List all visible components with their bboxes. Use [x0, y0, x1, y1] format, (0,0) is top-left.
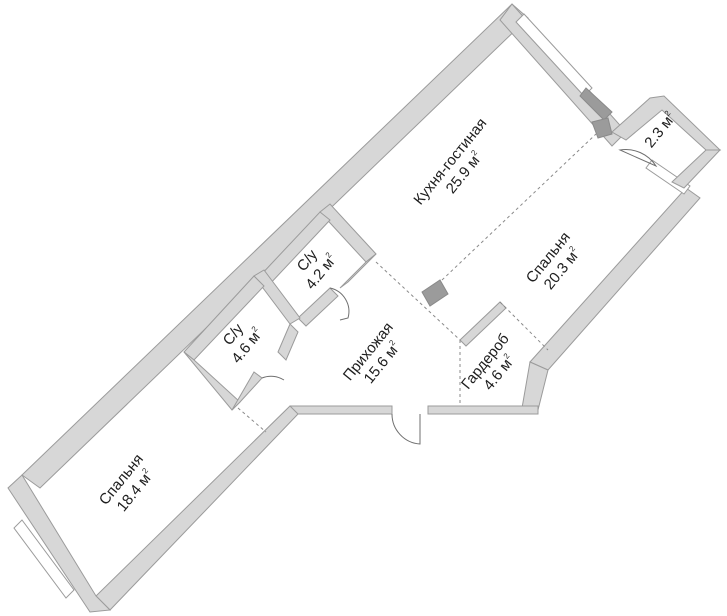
outer-walls	[7, 3, 701, 613]
wardrobe-area-sup: 2	[502, 351, 512, 361]
room-label-bedroom2: Спальня 18.4 м2	[96, 451, 155, 515]
column-center	[421, 279, 449, 307]
bedroom1-area-sup: 2	[567, 244, 577, 254]
door-bath2	[261, 375, 285, 381]
interior-walls	[183, 203, 507, 411]
window-bedroom-lower	[13, 519, 75, 599]
room-label-kitchen: Кухня-гостиная 25.9 м2	[410, 115, 490, 208]
hall-area-sup: 2	[387, 338, 397, 348]
kitchen-area-sup: 2	[469, 148, 479, 158]
window-kitchen	[515, 13, 593, 97]
room-label-hall: Прихожая 15.6 м2	[340, 319, 401, 387]
bedroom2-area-sup: 2	[140, 466, 150, 476]
bath1-area-sup: 2	[324, 250, 334, 260]
bath2-area-sup: 2	[250, 324, 260, 334]
column-kitchen-mid	[591, 117, 613, 139]
balcony-area-sup: 2	[663, 108, 673, 118]
balcony	[611, 95, 722, 189]
room-dividers	[237, 133, 597, 433]
door-bath1	[329, 287, 350, 321]
columns	[421, 87, 613, 307]
door-entrance	[391, 413, 421, 445]
doors	[261, 287, 421, 445]
room-label-bedroom1: Спальня 20.3 м2	[523, 229, 582, 293]
